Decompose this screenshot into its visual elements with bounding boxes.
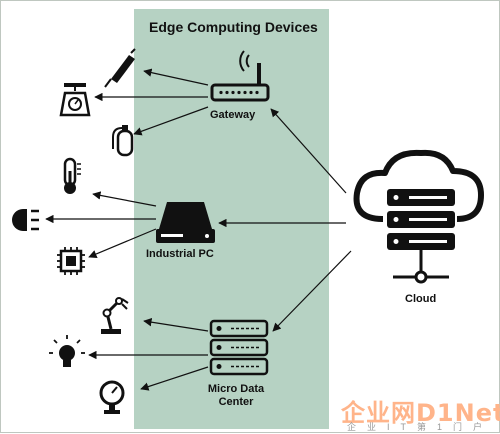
arrow-gateway-to-pen bbox=[143, 68, 209, 86]
pressure-gauge-icon bbox=[99, 380, 125, 414]
arrow-cloud-to-gateway bbox=[270, 108, 347, 194]
server-rack-icon bbox=[209, 319, 269, 376]
cloud-icon bbox=[353, 149, 484, 284]
lightbulb-icon bbox=[49, 335, 85, 367]
arrow-mdc-to-gauge bbox=[140, 366, 209, 391]
industrial-pc-label: Industrial PC bbox=[146, 248, 214, 260]
cloud-label: Cloud bbox=[405, 293, 437, 305]
connector-arrows bbox=[45, 68, 352, 391]
band-title: Edge Computing Devices bbox=[149, 19, 318, 35]
server-stack-icon bbox=[387, 189, 455, 250]
watermark-tagline: 企业IT第1门户 bbox=[347, 422, 494, 432]
pen-icon bbox=[104, 48, 136, 88]
arrow-gateway-to-tank bbox=[133, 106, 209, 136]
arrow-pc-to-chip bbox=[88, 228, 157, 258]
gas-cylinder-icon bbox=[112, 125, 134, 157]
arrow-cloud-to-micro-dc bbox=[272, 250, 352, 332]
arrow-pc-to-thermometer bbox=[92, 191, 157, 207]
gateway-label: Gateway bbox=[210, 109, 256, 121]
chip-icon bbox=[57, 247, 85, 275]
arrow-mdc-to-robot bbox=[143, 318, 209, 332]
thermometer-icon bbox=[63, 157, 81, 194]
industrial-pc-icon bbox=[156, 202, 215, 243]
router-icon bbox=[210, 50, 270, 102]
robot-arm-icon bbox=[101, 297, 129, 334]
watermark-brand: 企业网D1Net bbox=[341, 399, 500, 427]
scale-icon bbox=[59, 83, 91, 117]
micro-data-center-label: Micro Data Center bbox=[207, 383, 265, 408]
light-icon bbox=[12, 209, 39, 231]
